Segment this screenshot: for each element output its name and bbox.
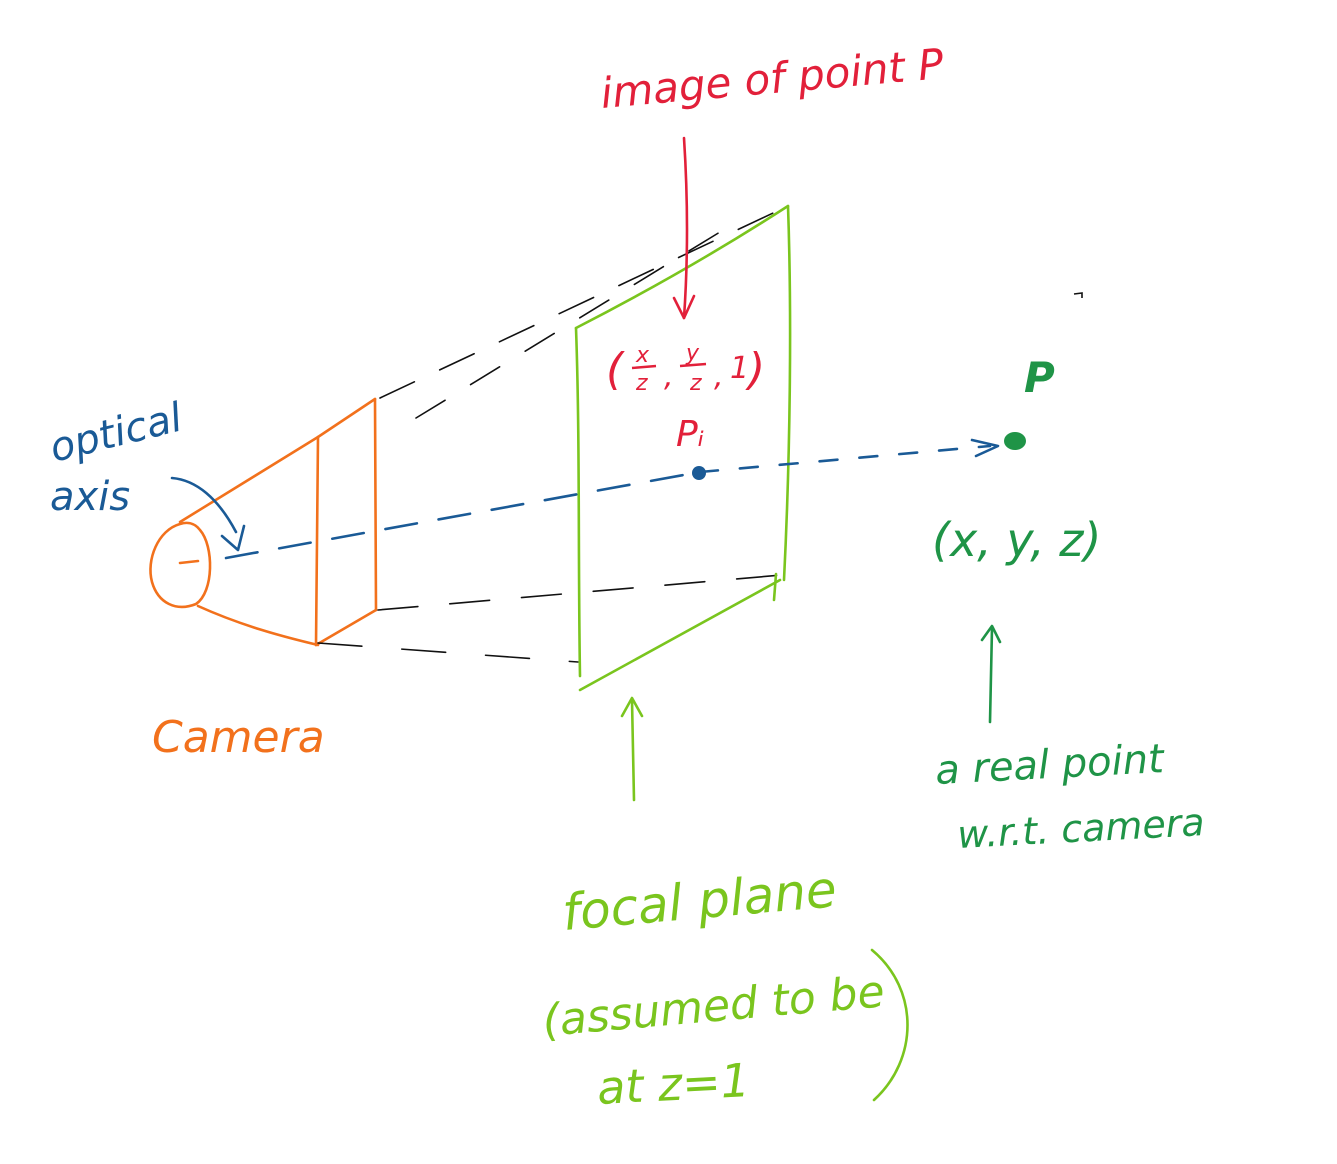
coords-y-num: y [685,341,700,366]
svg-text:,: , [664,359,674,394]
focal-plane-paren [870,948,909,1102]
svg-text:): ) [745,344,765,395]
focal-plane-label-line2: (assumed to be [541,966,887,1047]
optical-axis [170,438,1000,560]
optical-axis-label-line1: optical [45,395,186,472]
image-point-label: Pᵢ [676,414,704,455]
svg-text:,: , [714,359,724,394]
focal-plane [574,204,792,692]
image-of-point-label: image of point P [599,39,946,118]
coords-y-den: z [689,371,702,396]
stray-mark [1073,292,1083,298]
coords-x-den: z [635,371,648,396]
image-point-dot [692,466,706,480]
focal-plane-label-line1: focal plane [560,860,839,942]
coords-one: 1 [730,351,749,386]
optical-axis-label-line2: axis [50,474,130,520]
real-point-desc-line1: a real point [934,736,1166,794]
real-point-desc-line2: w.r.t. camera [956,800,1205,857]
real-point-label: P [1024,353,1055,402]
real-point-coords-label: (x, y, z) [932,513,1101,567]
coords-x-num: x [635,343,650,368]
focal-plane-label-line3: at z=1 [596,1053,751,1115]
image-coords-label: ( x z , y z , 1 ) [606,341,765,396]
svg-text:(: ( [606,344,625,395]
projection-lines [317,205,789,663]
real-point-dot [1004,432,1026,450]
real-point-arrow-icon [980,624,1002,724]
focal-plane-arrow-icon [620,696,644,802]
camera-icon [149,397,378,647]
camera-label: Camera [152,712,325,763]
image-arrow-icon [672,136,696,320]
